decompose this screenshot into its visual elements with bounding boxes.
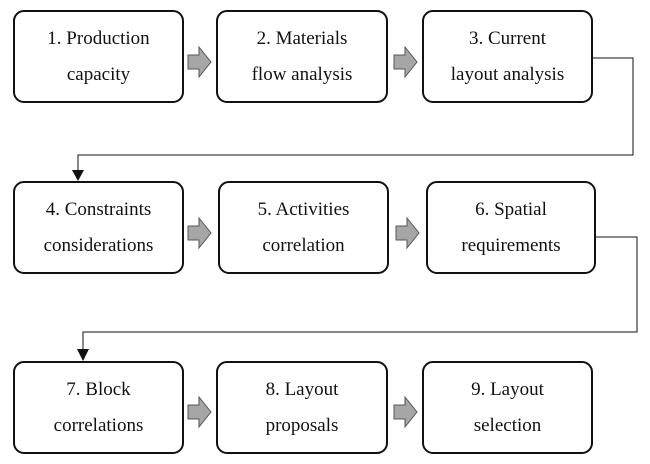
step-2-subtitle: flow analysis bbox=[251, 63, 353, 85]
step-box-5: 5. Activities correlation bbox=[218, 181, 389, 274]
step-box-8: 8. Layout proposals bbox=[216, 361, 388, 454]
elbow-connector-3-to-4 bbox=[77, 57, 634, 170]
step-box-3: 3. Current layout analysis bbox=[422, 10, 593, 103]
step-box-2: 2. Materials flow analysis bbox=[216, 10, 388, 103]
step-6-title: 6. Spatial bbox=[475, 198, 547, 220]
block-arrow-8-to-9 bbox=[393, 395, 418, 429]
step-3-title: 3. Current bbox=[468, 27, 547, 49]
step-box-9: 9. Layout selection bbox=[422, 361, 593, 454]
block-arrow-5-to-6 bbox=[395, 216, 420, 250]
step-7-subtitle: correlations bbox=[53, 414, 144, 436]
step-8-title: 8. Layout bbox=[265, 378, 339, 400]
step-8-subtitle: proposals bbox=[265, 414, 339, 436]
step-box-6: 6. Spatial requirements bbox=[426, 181, 596, 274]
block-arrow-7-to-8 bbox=[187, 395, 212, 429]
block-arrow-4-to-5 bbox=[187, 216, 212, 250]
step-box-1: 1. Production capacity bbox=[13, 10, 184, 103]
step-6-subtitle: requirements bbox=[461, 234, 561, 256]
step-4-title: 4. Constraints bbox=[45, 198, 152, 220]
step-2-title: 2. Materials bbox=[256, 27, 348, 49]
elbow-connector-6-to-7 bbox=[82, 236, 638, 349]
step-5-title: 5. Activities bbox=[257, 198, 350, 220]
step-9-subtitle: selection bbox=[473, 414, 542, 436]
step-9-title: 9. Layout bbox=[471, 378, 544, 400]
step-4-subtitle: considerations bbox=[43, 234, 154, 256]
step-5-subtitle: correlation bbox=[262, 234, 345, 256]
step-box-7: 7. Block correlations bbox=[13, 361, 184, 454]
step-box-4: 4. Constraints considerations bbox=[13, 181, 184, 274]
step-3-subtitle: layout analysis bbox=[450, 63, 565, 85]
step-1-subtitle: capacity bbox=[66, 63, 131, 85]
block-arrow-1-to-2 bbox=[187, 45, 212, 79]
step-7-title: 7. Block bbox=[66, 378, 131, 400]
step-1-title: 1. Production bbox=[47, 27, 150, 49]
arrowhead-6-to-7 bbox=[77, 349, 89, 361]
block-arrow-2-to-3 bbox=[393, 45, 418, 79]
arrowhead-3-to-4 bbox=[72, 170, 84, 181]
